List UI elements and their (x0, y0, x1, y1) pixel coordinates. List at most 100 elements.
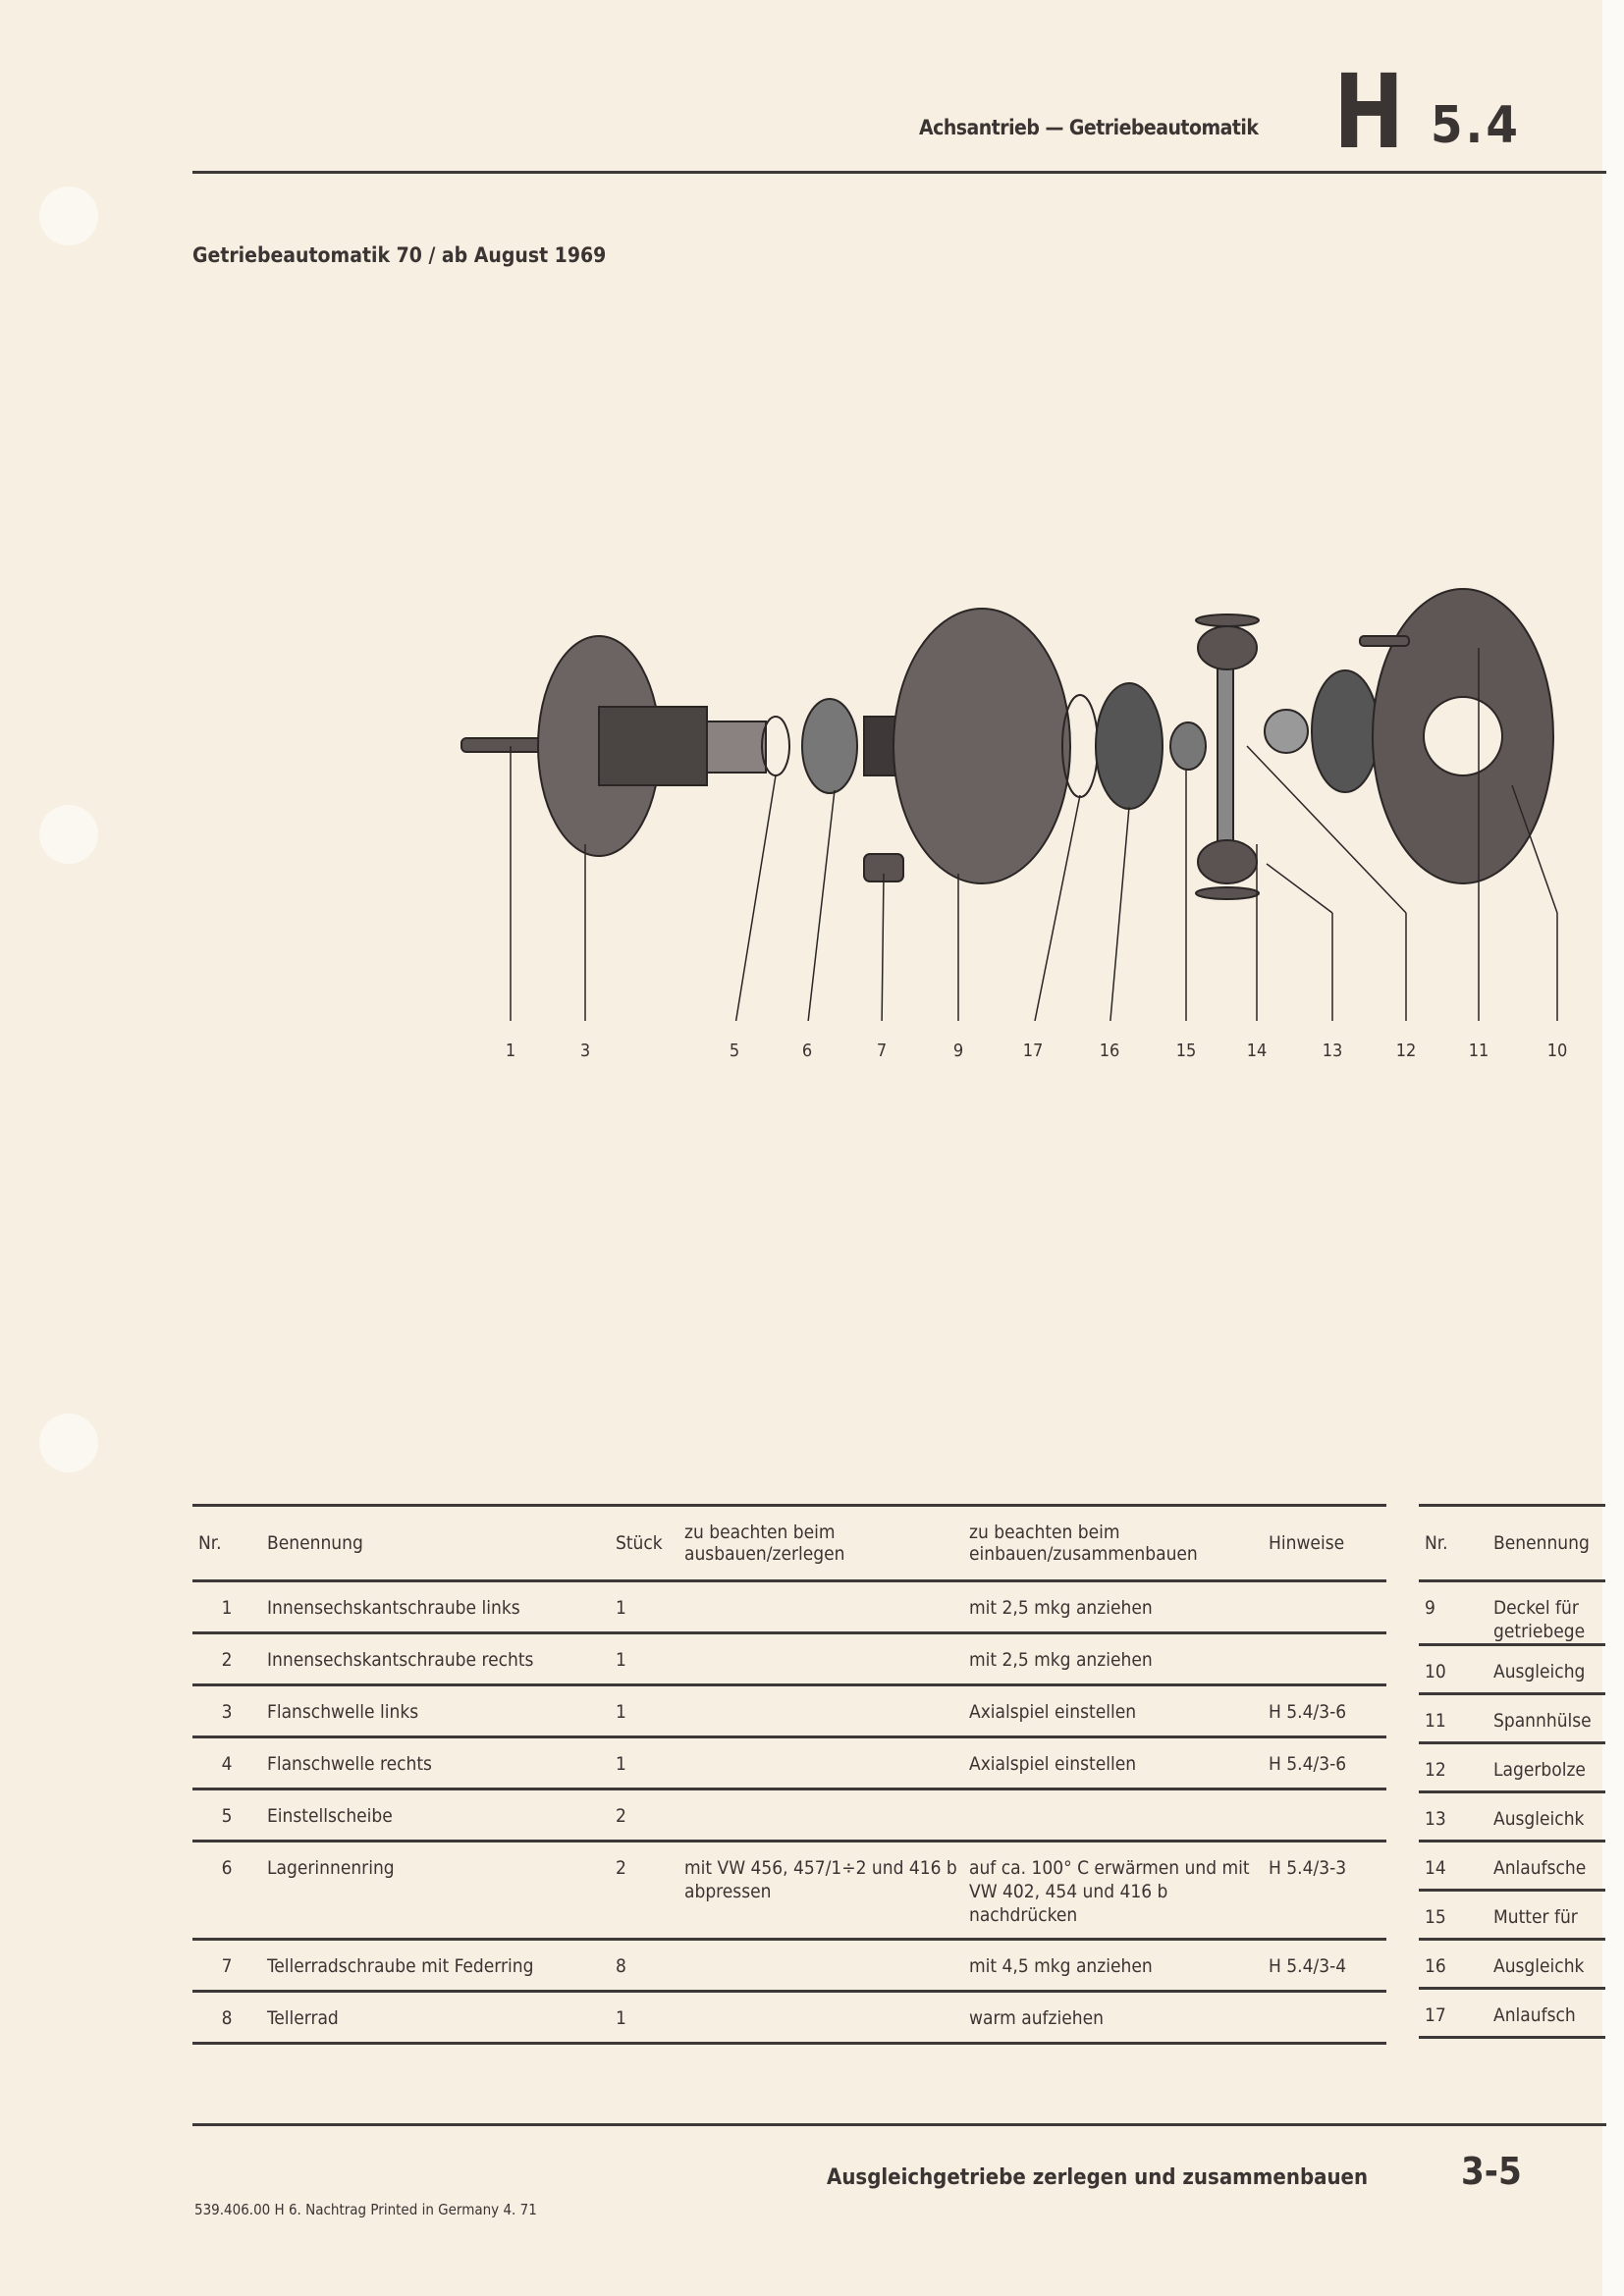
callout-label: 1 (505, 1041, 516, 1061)
table-cell: 6 (192, 1841, 261, 1941)
table-cell: Einstellscheibe (261, 1789, 610, 1842)
table-header: Nr. Benennung Stück zu beachten beim aus… (192, 1504, 1386, 1582)
table-cell: Tellerradschraube mit Federring (261, 1939, 610, 1993)
table-cell: Mutter für (1488, 1890, 1605, 1941)
table-cell: Anlaufsche (1488, 1841, 1605, 1892)
table-cell: Deckel für getriebege (1488, 1580, 1605, 1646)
exploded-diagram (460, 588, 1558, 1021)
table-cell: Anlaufsch (1488, 1988, 1605, 2039)
table-cell (1263, 1580, 1386, 1634)
table-cell: 7 (192, 1939, 261, 1993)
footer-title: Ausgleichgetriebe zerlegen und zusammenb… (827, 2165, 1369, 2190)
callout-label: 17 (1022, 1041, 1044, 1061)
callout-label: 16 (1099, 1041, 1120, 1061)
callout-label: 15 (1175, 1041, 1197, 1061)
section-code-letter: H (1333, 52, 1405, 172)
col-header: zu beachten beim ausbauen/zerlegen (678, 1504, 963, 1582)
table-cell: 10 (1419, 1644, 1488, 1695)
table-cell: 16 (1419, 1939, 1488, 1990)
callout-label: 6 (801, 1041, 813, 1061)
table-cell: Ausgleichg (1488, 1644, 1605, 1695)
section-code-number: 5.4 (1431, 96, 1521, 155)
table-cell: Tellerrad (261, 1991, 610, 2045)
table-cell: 1 (610, 1991, 678, 2045)
print-code: 539.406.00 H 6. Nachtrag Printed in Germ… (194, 2201, 537, 2218)
table-cell (1263, 1632, 1386, 1686)
table-cell: 8 (610, 1939, 678, 1993)
punch-hole (39, 1414, 98, 1472)
table-cell: 3 (192, 1684, 261, 1738)
table-cell: H 5.4/3-6 (1263, 1736, 1386, 1790)
col-header: Stück (610, 1504, 678, 1582)
table-cell: 17 (1419, 1988, 1488, 2039)
col-header: Nr. (1419, 1504, 1488, 1582)
table-cell: 11 (1419, 1693, 1488, 1744)
callout-label: 14 (1246, 1041, 1268, 1061)
table-cell (678, 1632, 963, 1686)
parts-table: Nr. Benennung Stück zu beachten beim aus… (192, 1504, 1386, 2045)
callout-label: 10 (1546, 1041, 1568, 1061)
table-cell: H 5.4/3-6 (1263, 1684, 1386, 1738)
table-cell (678, 1939, 963, 1993)
callout-label: 9 (952, 1041, 964, 1061)
table-cell: Ausgleichk (1488, 1939, 1605, 1990)
table-cell: Innensechskantschraube rechts (261, 1632, 610, 1686)
footer-rule (192, 2123, 1606, 2126)
table-cell: Lagerbolze (1488, 1742, 1605, 1793)
punch-hole (39, 805, 98, 864)
callout-label: 5 (729, 1041, 740, 1061)
differential-housing-part (893, 608, 1071, 884)
table-cell (678, 1580, 963, 1634)
table-cell: 1 (610, 1580, 678, 1634)
table-cell: 14 (1419, 1841, 1488, 1892)
table-cell: 8 (192, 1991, 261, 2045)
table-cell: Lagerinnenring (261, 1841, 610, 1941)
callout-label: 11 (1468, 1041, 1489, 1061)
table-cell: Innensechskantschraube links (261, 1580, 610, 1634)
table-cell (678, 1736, 963, 1790)
table-cell: 13 (1419, 1791, 1488, 1842)
col-header: Hinweise (1263, 1504, 1386, 1582)
table-cell (678, 1789, 963, 1842)
table-cell: Flanschwelle links (261, 1684, 610, 1738)
table-cell: 5 (192, 1789, 261, 1842)
table-cell: 1 (610, 1684, 678, 1738)
punch-hole (39, 187, 98, 245)
table-cell: auf ca. 100° C erwärmen und mit VW 402, … (963, 1841, 1263, 1941)
table-cell: Ausgleichk (1488, 1791, 1605, 1842)
table-cell (963, 1789, 1263, 1842)
callout-label: 13 (1322, 1041, 1343, 1061)
col-header: zu beachten beim einbauen/zusammenbauen (963, 1504, 1263, 1582)
table-cell (1263, 1991, 1386, 2045)
table-cell: Axialspiel einstellen (963, 1736, 1263, 1790)
table-cell: 1 (610, 1736, 678, 1790)
table-cell (678, 1991, 963, 2045)
table-cell (678, 1684, 963, 1738)
page-title: Getriebeautomatik 70 / ab August 1969 (192, 243, 607, 267)
table-cell: 2 (610, 1789, 678, 1842)
col-header: Benennung (261, 1504, 610, 1582)
table-cell: 15 (1419, 1890, 1488, 1941)
page-edge (1602, 0, 1624, 2296)
table-cell: Spannhülse (1488, 1693, 1605, 1744)
table-cell: 1 (192, 1580, 261, 1634)
table-cell: mit 2,5 mkg anziehen (963, 1580, 1263, 1634)
col-header: Benennung (1488, 1504, 1605, 1582)
table-cell: mit 2,5 mkg anziehen (963, 1632, 1263, 1686)
callout-label: 7 (876, 1041, 888, 1061)
page-number: 3-5 (1461, 2150, 1522, 2193)
col-header: Nr. (192, 1504, 261, 1582)
callout-label: 12 (1395, 1041, 1417, 1061)
